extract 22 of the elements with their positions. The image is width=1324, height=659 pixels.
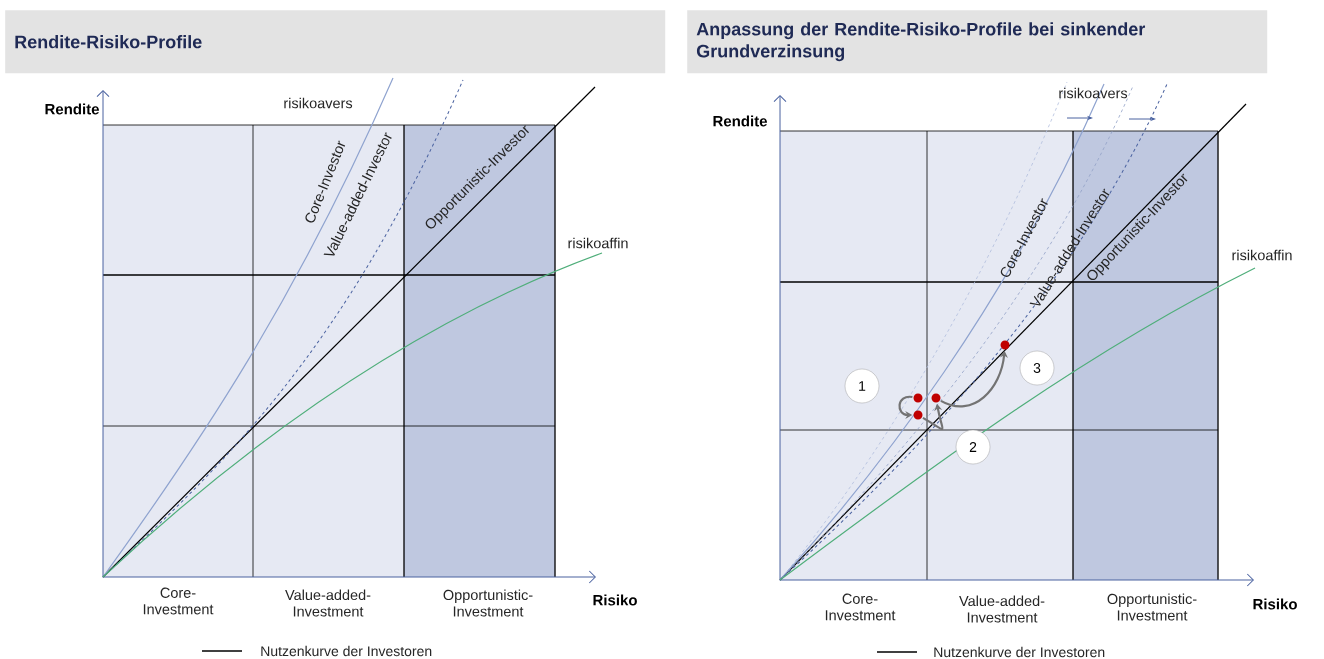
- category-label: Value-added- Investment: [959, 595, 1045, 623]
- category-label: Core- Investment: [825, 593, 896, 621]
- category-label: Opportunistic- Investment: [443, 589, 533, 617]
- axis-label: Risiko: [1253, 598, 1297, 610]
- heading-band: Anpassung der Rendite-Risiko-Profile bei sinkender Grundverzinsung: [687, 10, 1268, 74]
- axis-label: Rendite: [45, 103, 99, 115]
- axis-label: Risiko: [593, 594, 637, 606]
- category-label: Opportunistic- Investment: [1107, 593, 1197, 621]
- axis-label: Rendite: [713, 115, 767, 127]
- category-label: Value-added- Investment: [285, 589, 371, 617]
- heading-band: Rendite-Risiko-Profile: [5, 10, 666, 74]
- data-point: [913, 393, 923, 403]
- data-point: [1000, 340, 1010, 350]
- data-point: [913, 410, 923, 420]
- curve-label: risikoaffin: [1232, 249, 1292, 261]
- data-point: [931, 393, 941, 403]
- legend-text: Nutzenkurve der Investoren: [934, 646, 1105, 658]
- curve-label: risikoaffin: [568, 237, 628, 249]
- category-label: Core- Investment: [143, 587, 214, 615]
- curve-label: risikoavers: [284, 97, 353, 109]
- curve-label: risikoavers: [1059, 87, 1128, 99]
- legend-text: Nutzenkurve der Investoren: [261, 645, 432, 657]
